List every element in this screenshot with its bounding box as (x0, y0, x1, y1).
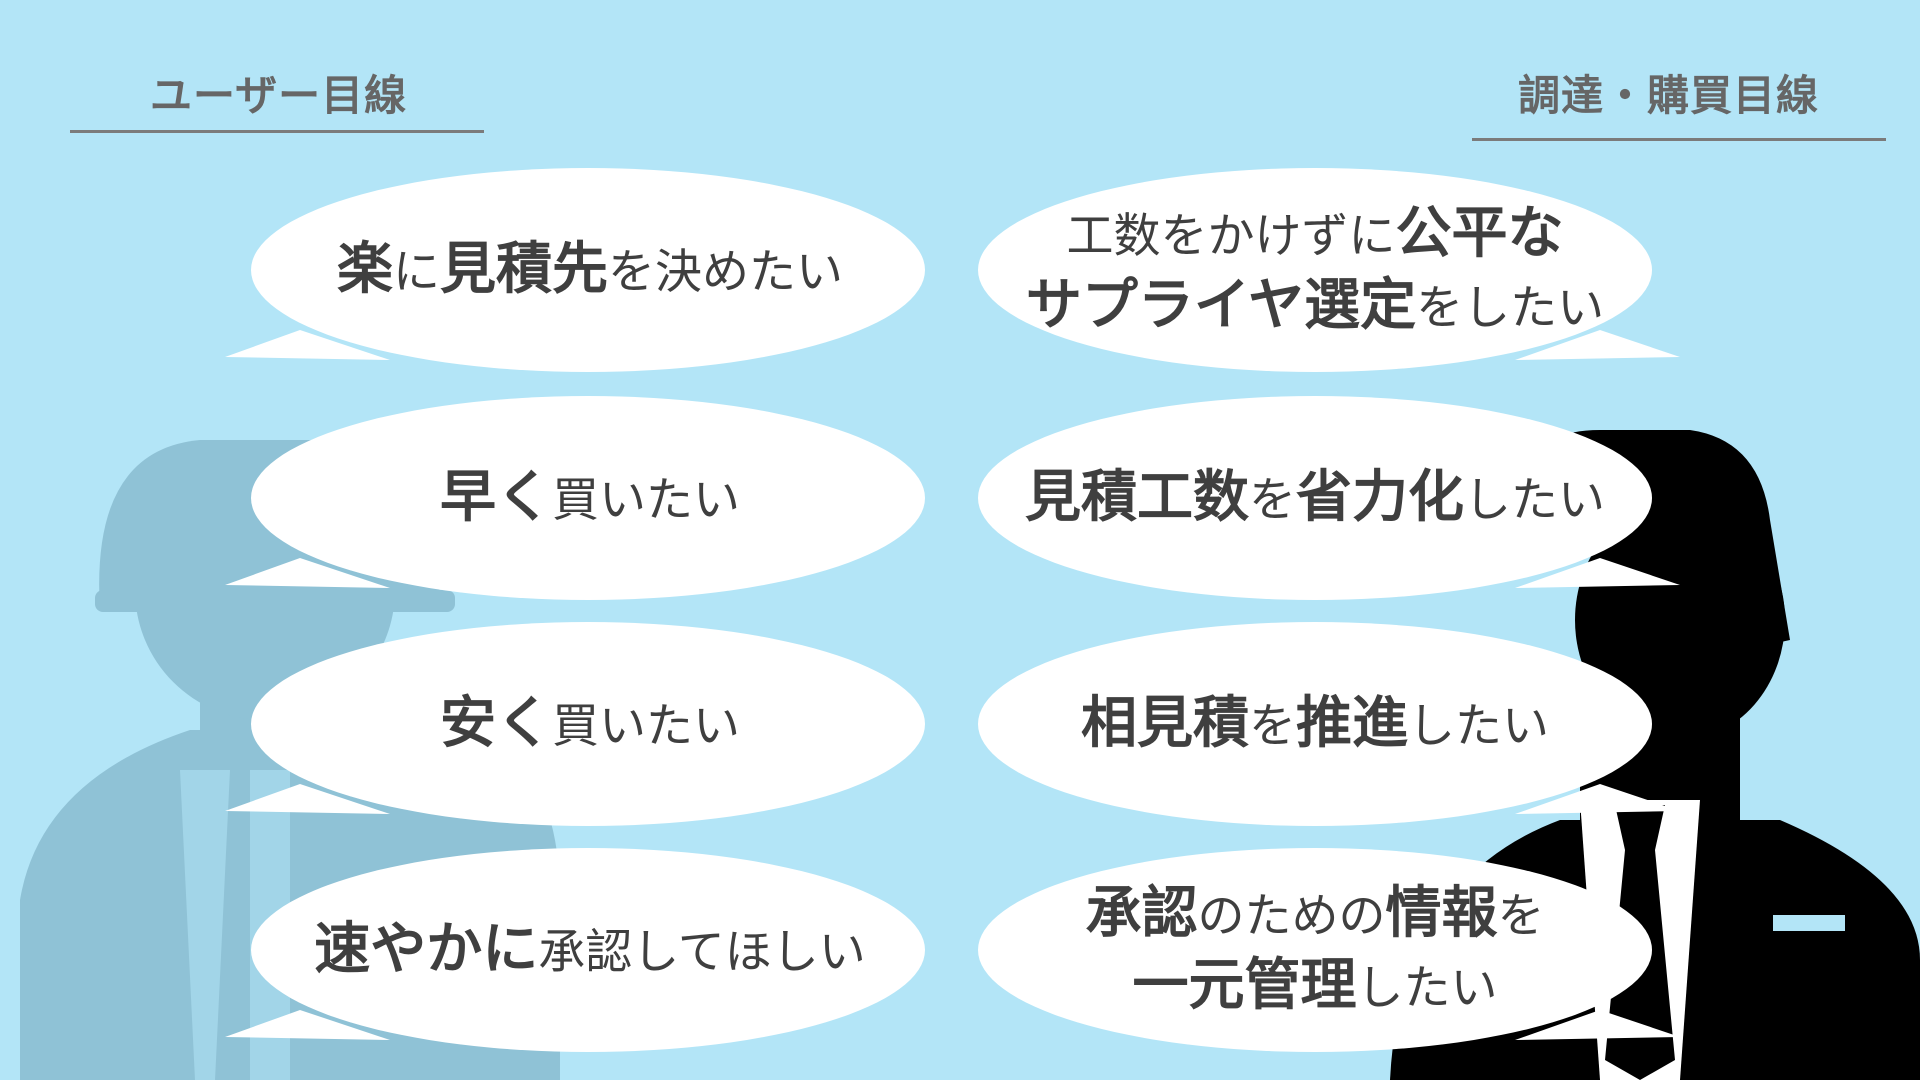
user-bubble-2-line: 早く買いたい (440, 462, 740, 534)
text-run: 推進 (1296, 691, 1408, 757)
procurement-bubble-1-line-1: 工数をかけずに公平な (1067, 198, 1564, 270)
text-run: 見積先 (440, 237, 608, 303)
user-bubble-3-shape (225, 622, 925, 826)
text-run: したい (1356, 961, 1498, 1016)
procurement-bubble-4-line-1: 承認のための情報を (1086, 878, 1545, 950)
procurement-bubble-4-line-2: 一元管理したい (1133, 950, 1498, 1022)
procurement-bubble-1-shape (978, 168, 1680, 372)
text-run: 情報 (1385, 881, 1498, 947)
user-bubble-1-shape (225, 168, 925, 372)
text-run: のための (1197, 889, 1386, 945)
procurement-bubble-2-shape (978, 396, 1680, 600)
text-run: 早く (440, 465, 552, 531)
text-run: 承認 (1085, 881, 1198, 947)
text-run: 相見積 (1081, 691, 1249, 757)
text-run: 工数をかけずに (1066, 209, 1396, 265)
user-bubble-4-line: 速やかに承認してほしい (314, 914, 866, 986)
text-run: 楽 (337, 237, 393, 303)
procurement-bubble-1: 工数をかけずに公平な サプライヤ選定をしたい (985, 180, 1645, 360)
text-run: を (1497, 889, 1545, 945)
procurement-bubble-2: 見積工数を省力化したい (985, 408, 1645, 588)
text-run: 省力化 (1296, 465, 1464, 531)
text-run: サプライヤ選定 (1025, 273, 1417, 338)
text-run: 速やかに (314, 917, 539, 983)
text-run: 承認してほしい (538, 925, 866, 981)
user-bubble-4: 速やかに承認してほしい (260, 860, 920, 1040)
user-perspective-heading: ユーザー目線 (150, 71, 408, 120)
procurement-bubble-4-shape (978, 848, 1680, 1052)
user-bubble-1-line: 楽に見積先を決めたい (337, 234, 843, 306)
text-run: に (393, 245, 440, 301)
procurement-bubble-4: 承認のための情報を 一元管理したい (985, 860, 1645, 1040)
user-bubble-2: 早く買いたい (260, 408, 920, 588)
text-run: したい (1464, 473, 1605, 529)
text-run: 安く (440, 691, 552, 757)
text-run: を (1249, 473, 1296, 529)
text-run: 一元管理 (1132, 953, 1357, 1018)
text-run: 見積工数 (1025, 465, 1249, 531)
user-bubble-4-shape (225, 848, 925, 1052)
text-run: をしたい (1416, 281, 1605, 336)
text-run: 買いたい (552, 699, 740, 755)
procurement-bubble-2-line-1: 見積工数を省力化したい (1025, 462, 1605, 534)
user-heading-underline (70, 130, 484, 133)
text-run: 買いたい (552, 473, 740, 529)
procurement-perspective-heading: 調達・購買目線 (1518, 71, 1820, 120)
user-bubble-3-line: 安く買いたい (440, 688, 740, 760)
text-run: 公平な (1395, 201, 1564, 267)
user-bubble-2-shape (225, 396, 925, 600)
text-run: したい (1408, 699, 1549, 755)
user-bubble-3: 安く買いたい (260, 634, 920, 814)
user-bubble-1: 楽に見積先を決めたい (260, 180, 920, 360)
procurement-heading-underline (1472, 138, 1886, 141)
text-run: を (1249, 699, 1296, 755)
procurement-bubble-3: 相見積を推進したい (985, 634, 1645, 814)
pocket-square-icon (1773, 915, 1845, 931)
text-run: を決めたい (608, 245, 843, 301)
procurement-bubble-3-line-1: 相見積を推進したい (1081, 688, 1549, 760)
procurement-bubble-1-line-2: サプライヤ選定をしたい (1026, 270, 1604, 342)
procurement-bubble-3-shape (978, 622, 1680, 826)
